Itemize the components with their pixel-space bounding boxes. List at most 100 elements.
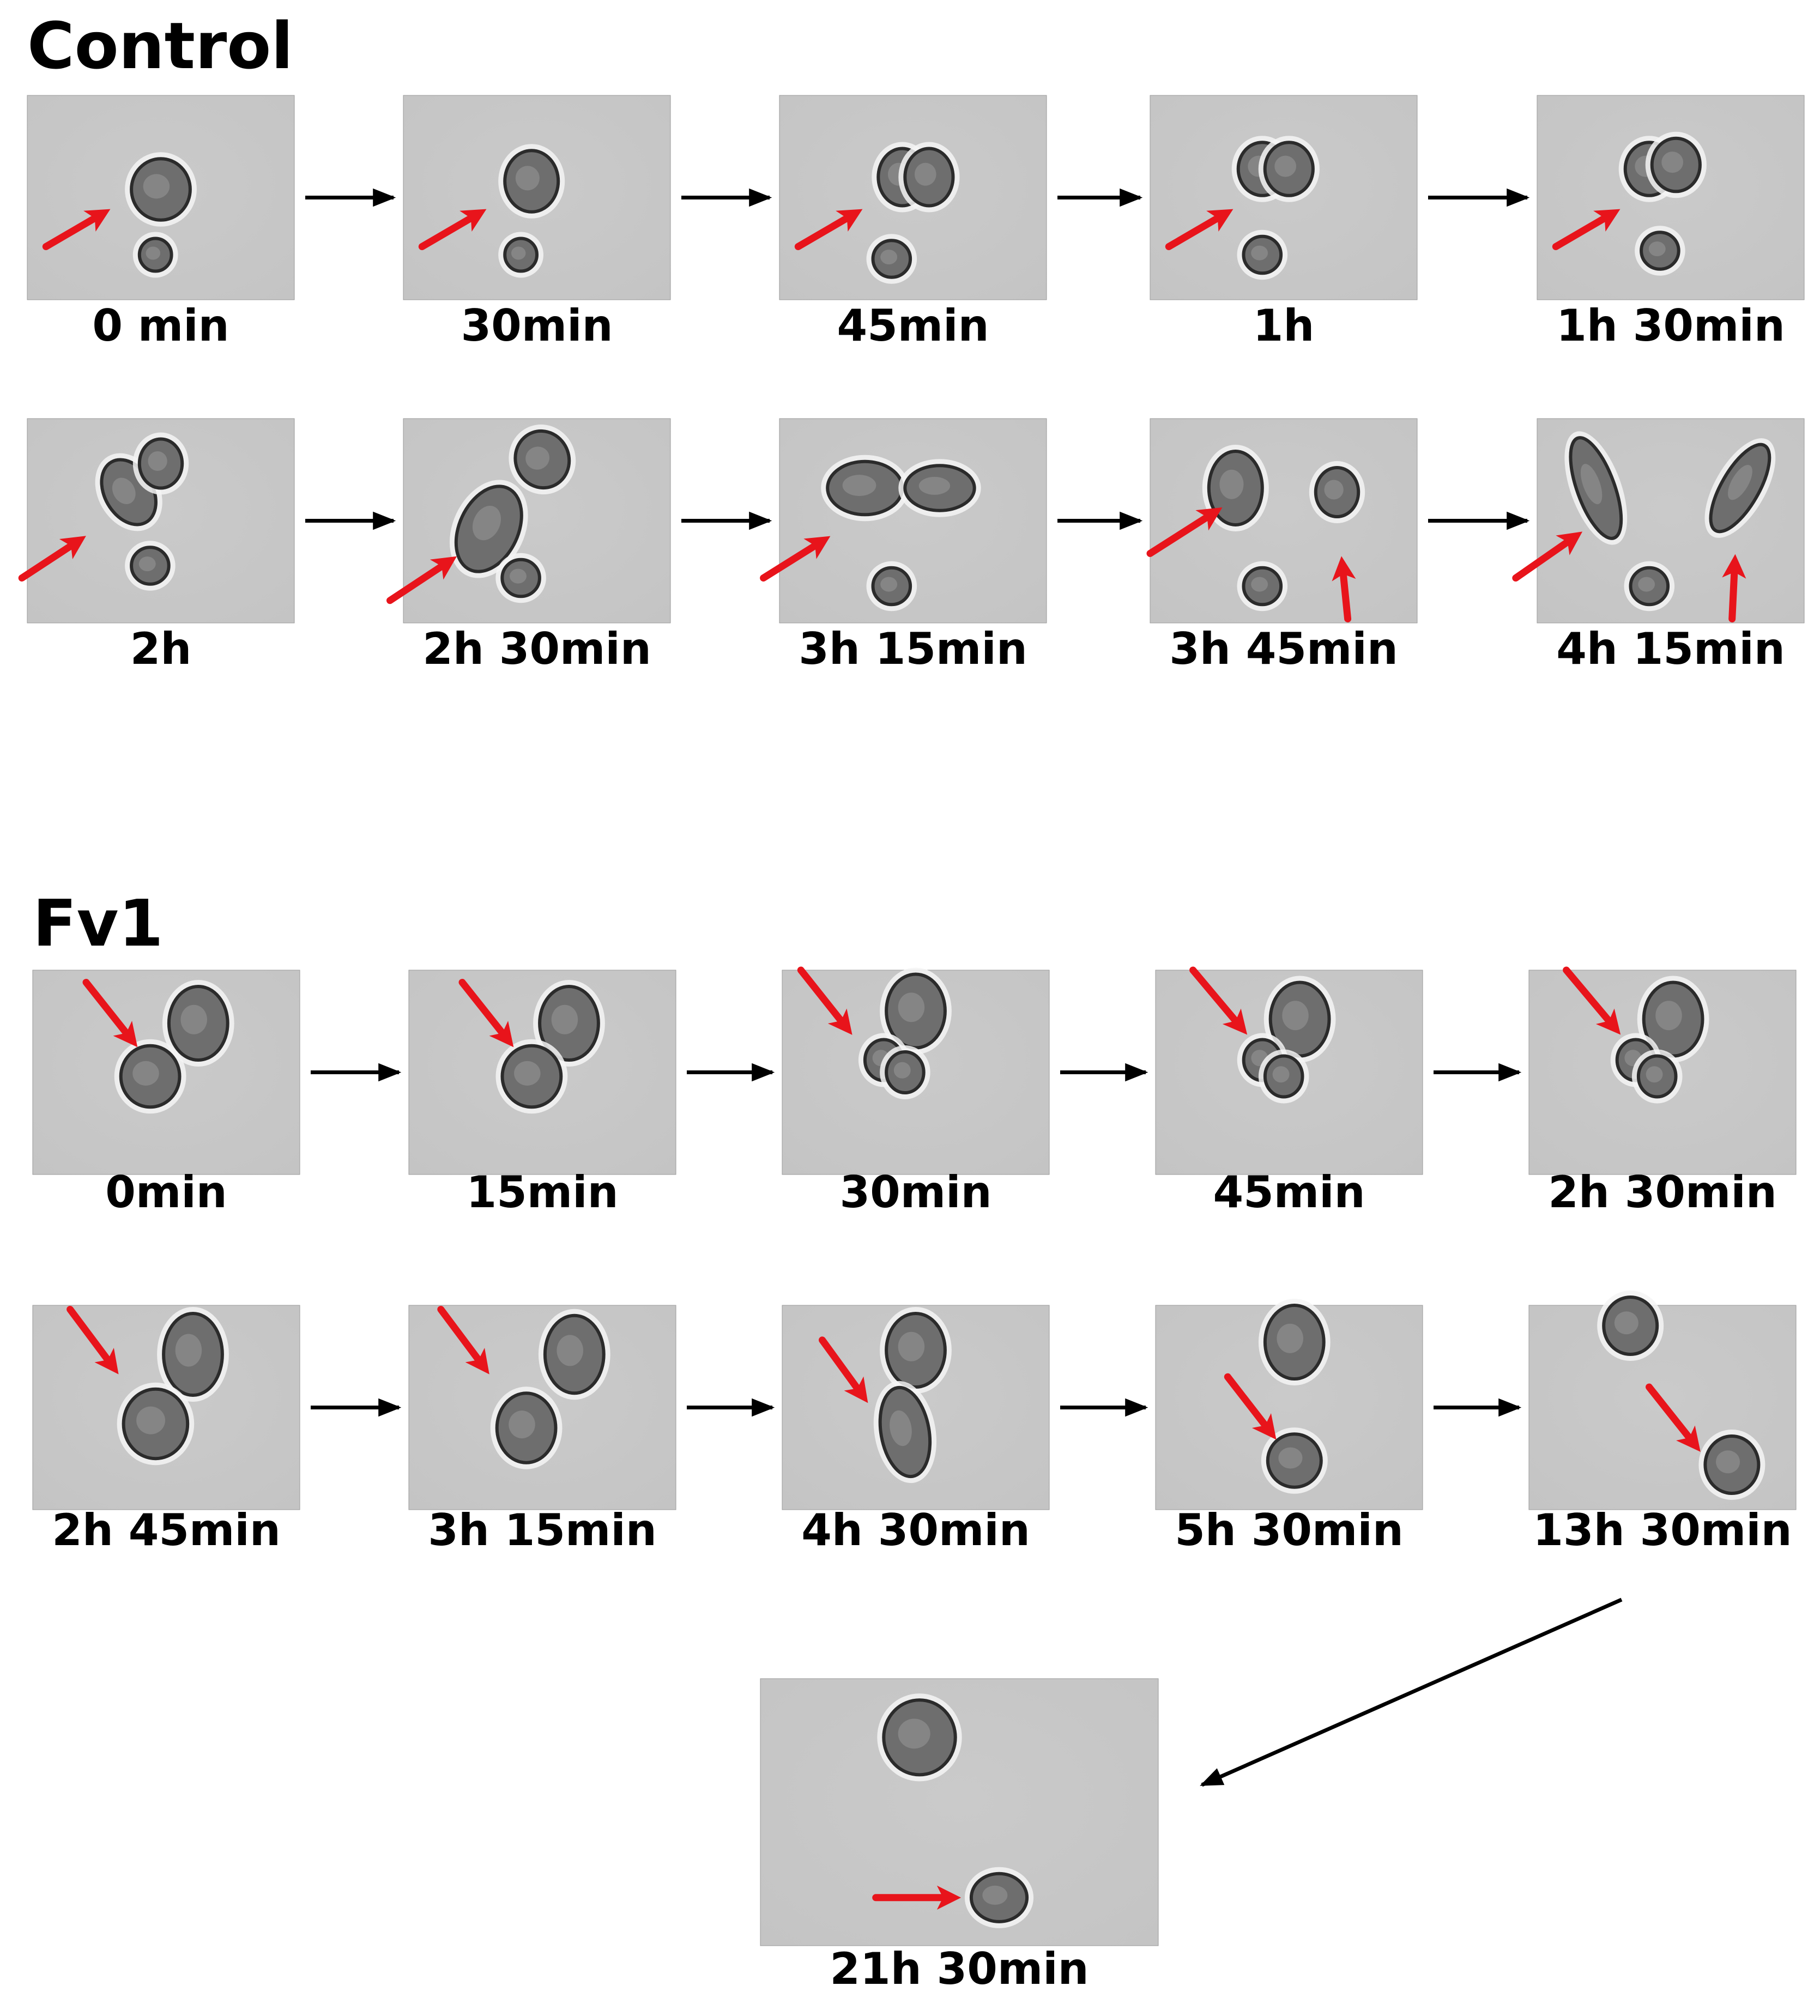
timelapse-frame: 4h 15min — [1512, 418, 1805, 674]
red-arrow-icon — [1165, 209, 1234, 250]
cell-nucleus — [898, 1718, 930, 1749]
yeast-cell — [1237, 561, 1288, 612]
yeast-cell — [538, 1309, 610, 1400]
cell-nucleus — [148, 451, 167, 471]
timelapse-frame: 3h 45min — [1146, 418, 1418, 674]
timelapse-frame: 0 min — [27, 95, 295, 351]
timelapse-frame: 15min — [408, 970, 676, 1218]
cell-nucleus — [1251, 245, 1268, 261]
time-label: 45min — [837, 300, 989, 351]
yeast-cell — [1637, 976, 1709, 1063]
cell-nucleus — [472, 505, 501, 541]
yeast-cell — [1309, 461, 1365, 523]
time-label: 2h 30min — [422, 623, 651, 674]
red-arrow-icon — [386, 556, 457, 604]
yeast-cell — [495, 1039, 568, 1114]
yeast-cell — [898, 142, 960, 213]
yeast-cell — [117, 1382, 195, 1466]
cell-nucleus — [515, 166, 540, 191]
yeast-cell — [880, 1307, 952, 1394]
time-label: 0 min — [92, 300, 229, 351]
cell-nucleus — [146, 246, 161, 260]
timelapse-frame: 3h 15min — [760, 418, 1047, 674]
yeast-cell — [1624, 561, 1675, 612]
timelapse-frame: 2h 30min — [386, 418, 671, 674]
yeast-cell — [1258, 1049, 1309, 1104]
timelapse-frame: 1h 30min — [1537, 95, 1805, 351]
cell-nucleus — [1716, 1450, 1740, 1474]
cell-nucleus — [898, 1331, 925, 1361]
red-arrow-icon — [42, 209, 111, 250]
timelapse-frame: 4h 30min — [782, 1305, 1050, 1555]
cell-nucleus — [1646, 1066, 1663, 1083]
yeast-cell — [877, 1693, 962, 1782]
cell-nucleus — [509, 1410, 535, 1439]
time-label: 1h — [1253, 300, 1315, 351]
time-label: 15min — [466, 1167, 618, 1218]
yeast-cell — [866, 234, 917, 284]
timelapse-frame: 30min — [403, 95, 671, 351]
yeast-cell — [125, 541, 176, 591]
cell-nucleus — [918, 476, 951, 495]
cell-nucleus — [880, 250, 898, 265]
cell-nucleus — [175, 1334, 202, 1367]
cell-nucleus — [180, 1004, 207, 1034]
time-label: 45min — [1213, 1167, 1365, 1218]
red-arrow-icon — [819, 1336, 868, 1403]
yeast-cell — [114, 1039, 186, 1114]
cell-nucleus — [1272, 1066, 1290, 1083]
time-label: 21h 30min — [830, 1944, 1089, 1994]
red-arrow-icon — [1722, 554, 1746, 622]
yeast-cell — [495, 553, 546, 603]
timelapse-frame: 5h 30min — [1155, 1299, 1423, 1555]
red-arrow-icon — [794, 209, 863, 250]
cell-nucleus — [890, 1410, 912, 1446]
time-label: 30min — [461, 300, 613, 351]
red-arrow-icon — [437, 1306, 489, 1375]
yeast-cell — [821, 455, 909, 522]
yeast-cell — [1635, 226, 1685, 276]
cell-nucleus — [982, 1885, 1008, 1905]
yeast-cell — [490, 1387, 563, 1469]
yeast-cell — [1258, 136, 1320, 202]
timelapse-frame: 45min — [779, 95, 1047, 351]
yeast-cell — [866, 561, 917, 612]
yeast-cell — [1645, 131, 1707, 198]
timelapse-frame: 2h — [18, 418, 295, 674]
red-arrow-icon — [418, 209, 487, 250]
cell-nucleus — [914, 162, 936, 186]
cell-nucleus — [112, 477, 136, 504]
red-arrow-icon — [1146, 507, 1223, 557]
yeast-cell — [1698, 1430, 1765, 1500]
yeast-cell — [873, 1381, 937, 1484]
time-label: 4h 15min — [1556, 623, 1785, 674]
yeast-cell — [1261, 1427, 1328, 1494]
timelapse-frame: 2h 30min — [1528, 966, 1797, 1218]
red-arrow-icon — [760, 536, 831, 582]
time-label: 30min — [839, 1167, 991, 1218]
black-arrow-icon — [1200, 1597, 1623, 1787]
yeast-cell — [964, 1867, 1034, 1928]
cell-nucleus — [136, 1406, 166, 1434]
cell-nucleus — [514, 1061, 541, 1086]
yeast-cell — [1258, 1299, 1331, 1385]
yeast-cell — [509, 424, 576, 495]
cell-nucleus — [510, 568, 527, 584]
red-arrow-icon — [458, 979, 514, 1048]
red-arrow-icon — [797, 966, 852, 1035]
red-arrow-icon — [1646, 1383, 1701, 1452]
time-label: 13h 30min — [1533, 1505, 1792, 1555]
cell-nucleus — [1278, 1447, 1303, 1469]
cell-nucleus — [1277, 1323, 1303, 1353]
red-arrow-icon — [1332, 556, 1356, 622]
cell-nucleus — [1219, 469, 1244, 499]
timelapse-frame: 21h 30min — [760, 1678, 1159, 1994]
cell-nucleus — [143, 174, 170, 199]
red-arrow-icon — [18, 536, 86, 582]
cell-nucleus — [525, 446, 550, 470]
cell-nucleus — [1638, 577, 1655, 592]
cell-nucleus — [1614, 1311, 1638, 1335]
cell-nucleus — [1274, 155, 1297, 177]
